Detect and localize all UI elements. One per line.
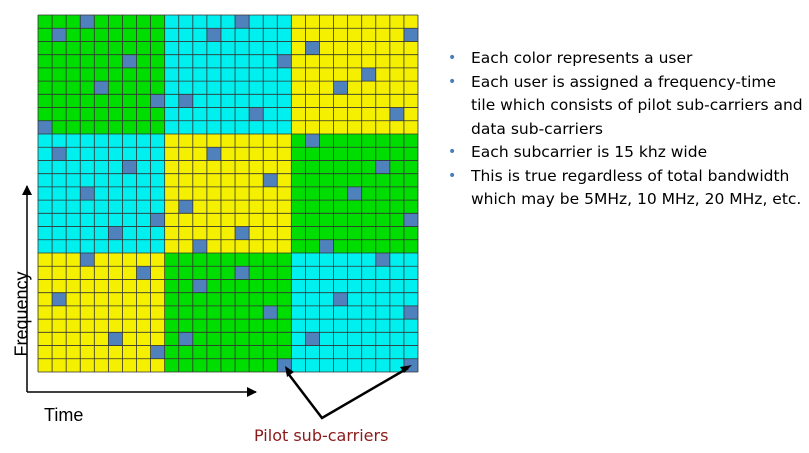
pilot-callout-arrowhead-right (400, 365, 412, 373)
pilot-cell (375, 160, 390, 174)
pilot-cell (150, 94, 165, 108)
pilot-cell (333, 292, 348, 306)
pilot-cell (122, 54, 137, 68)
time-axis-label: Time (44, 405, 84, 425)
pilot-cell (375, 253, 390, 267)
pilot-cell (150, 345, 165, 359)
pilot-cell (263, 305, 278, 320)
pilot-cell (235, 266, 250, 280)
frequency-axis-label: Frequency (11, 271, 32, 357)
pilot-cell (122, 160, 137, 174)
bullet-icon: • (448, 167, 457, 184)
pilot-cell (136, 266, 151, 280)
pilot-cell (305, 332, 320, 346)
user-tile (291, 253, 418, 372)
pilot-cell (178, 200, 193, 214)
pilot-cell (178, 332, 193, 346)
pilot-cell (403, 28, 418, 42)
bullet-icon: • (448, 144, 457, 160)
pilot-cell (52, 147, 67, 161)
pilot-cell (80, 253, 95, 267)
pilot-cell (80, 15, 95, 29)
pilot-cell (277, 54, 292, 68)
pilot-cell (108, 226, 123, 240)
pilot-callout-lines (286, 366, 409, 420)
pilot-cell (361, 67, 376, 82)
pilot-cell (94, 81, 109, 95)
pilot-cell (263, 173, 278, 187)
pilot-cell (305, 134, 320, 148)
bullet-icon: • (448, 73, 457, 90)
pilot-cell (206, 147, 221, 161)
pilot-cell (403, 305, 418, 320)
user-tile (164, 134, 292, 253)
pilot-cell (52, 28, 67, 42)
pilot-callout-arrowhead-left (285, 366, 294, 377)
pilot-cell (249, 107, 264, 121)
grid-lines (37, 14, 419, 373)
pilot-cell (235, 226, 250, 240)
pilot-cell (150, 213, 165, 227)
resource-grid (38, 15, 418, 372)
pilot-cell (389, 107, 404, 121)
pilot-cell (52, 292, 67, 306)
pilot-cell (178, 94, 193, 108)
user-tile (164, 15, 292, 134)
pilot-cell (347, 186, 362, 201)
pilot-cell (206, 28, 221, 42)
pilot-cell (38, 120, 53, 134)
bullet-item: •Each subcarrier is 15 khz wide (444, 141, 804, 165)
bullet-item: •Each user is assigned a frequency-time … (448, 72, 803, 138)
pilot-cell (192, 279, 207, 293)
pilot-subcarriers-label: Pilot sub-carriers (254, 426, 389, 445)
pilot-cell (305, 41, 320, 55)
pilot-cell (319, 239, 334, 253)
bullet-icon: • (448, 50, 457, 66)
pilot-cell (235, 15, 250, 29)
bullet-item: •This is true regardless of total bandwi… (448, 166, 802, 209)
pilot-cell (333, 81, 348, 95)
pilot-cell (403, 213, 418, 227)
pilot-cell (80, 186, 95, 201)
bullet-list: •Each color represents a user •Each user… (444, 47, 804, 212)
pilot-cell (192, 239, 207, 253)
pilot-cell (108, 332, 123, 346)
bullet-item: •Each color represents a user (444, 47, 804, 71)
